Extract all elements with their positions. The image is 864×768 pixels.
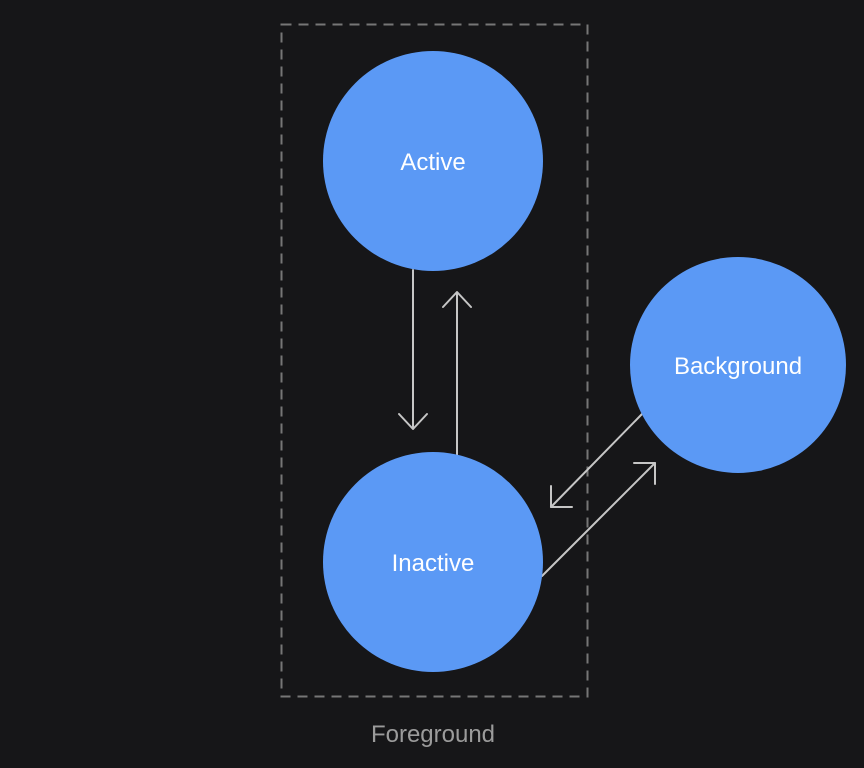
arrow-inactive-to-active [442,291,472,456]
foreground-group-box [280,23,589,698]
arrow-inactive-to-active-head [442,291,472,308]
arrow-inactive-to-background [541,462,656,577]
node-inactive-circle [323,452,543,672]
node-background-label: Background [674,353,802,380]
arrow-background-to-inactive-shaft [550,413,643,508]
node-active-label: Active [400,149,465,176]
node-inactive-label: Inactive [392,550,475,577]
arrow-active-to-inactive-head [398,413,428,430]
node-background: Background [630,257,846,473]
arrow-active-to-inactive [398,269,428,430]
node-inactive: Inactive [323,452,543,672]
arrow-background-to-inactive-head [550,485,573,508]
node-active-circle [323,51,543,271]
node-background-circle [630,257,846,473]
arrow-background-to-inactive [550,413,643,508]
foreground-group-label: Foreground [371,721,495,748]
arrow-inactive-to-background-head [633,462,656,485]
node-active: Active [323,51,543,271]
arrow-inactive-to-background-shaft [541,462,656,577]
